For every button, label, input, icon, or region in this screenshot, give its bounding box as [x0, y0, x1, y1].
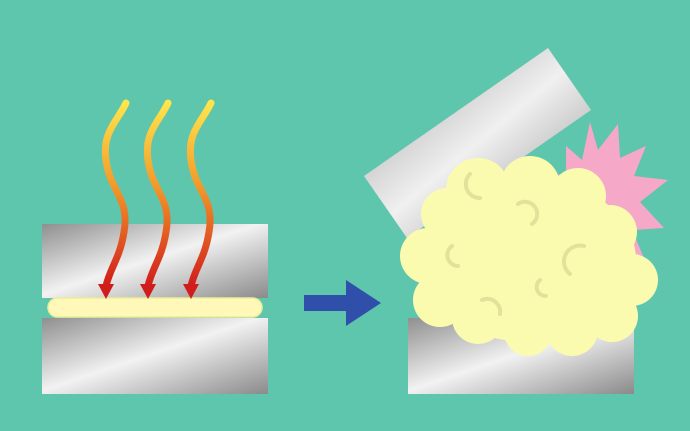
after-panel	[364, 48, 668, 394]
bottom-plate	[42, 318, 268, 394]
expanded-paste	[400, 156, 658, 356]
heat-wave-icon	[183, 99, 215, 299]
heat-wave-icon	[98, 99, 130, 299]
paste-swirl-details	[445, 172, 586, 316]
lid-plate	[364, 48, 591, 238]
paste-layer	[47, 297, 263, 318]
right-arrow-icon	[304, 280, 381, 326]
heat-wave-icon	[140, 99, 172, 299]
before-panel	[42, 99, 268, 394]
